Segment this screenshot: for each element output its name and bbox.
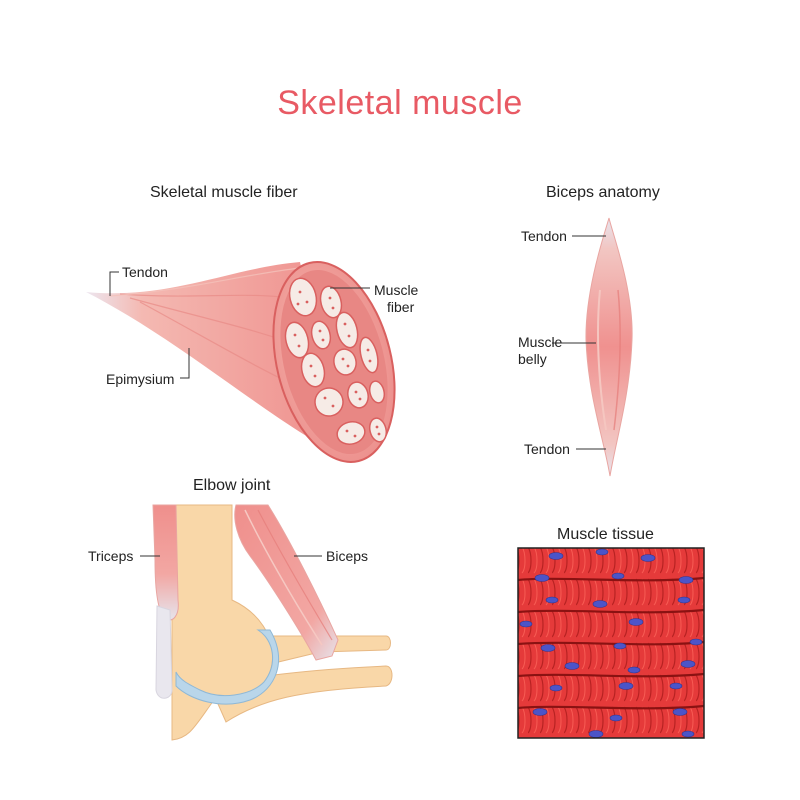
biceps-muscle [585, 217, 633, 477]
elbow-biceps-muscle [234, 504, 339, 661]
fiber-label-muscle-fiber-2: fiber [387, 299, 415, 315]
fascicles [284, 277, 388, 445]
elbow-label-triceps: Triceps [88, 548, 134, 564]
fiber-heading: Skeletal muscle fiber [150, 184, 298, 201]
fiber-label-tendon: Tendon [122, 264, 168, 280]
elbow-cartilage [175, 629, 280, 705]
muscle-tissue-block [518, 548, 704, 738]
biceps-label-belly-1: Muscle [518, 334, 563, 350]
page-title: Skeletal muscle [277, 84, 523, 122]
nuclei [519, 548, 703, 738]
tissue-heading: Muscle tissue [557, 526, 654, 543]
leader-epimysium [180, 348, 190, 379]
elbow-label-biceps: Biceps [326, 548, 369, 564]
fiber-label-muscle-fiber-1: Muscle [374, 282, 419, 298]
leader-fiber-tendon [109, 271, 119, 296]
biceps-label-tendon-top: Tendon [521, 228, 567, 244]
fiber-label-epimysium: Epimysium [106, 371, 175, 387]
elbow-heading: Elbow joint [193, 477, 271, 494]
biceps-label-tendon-bottom: Tendon [524, 441, 570, 457]
biceps-label-belly-2: belly [518, 351, 547, 367]
fascicle-dots [293, 290, 381, 438]
biceps-heading: Biceps anatomy [546, 184, 660, 201]
